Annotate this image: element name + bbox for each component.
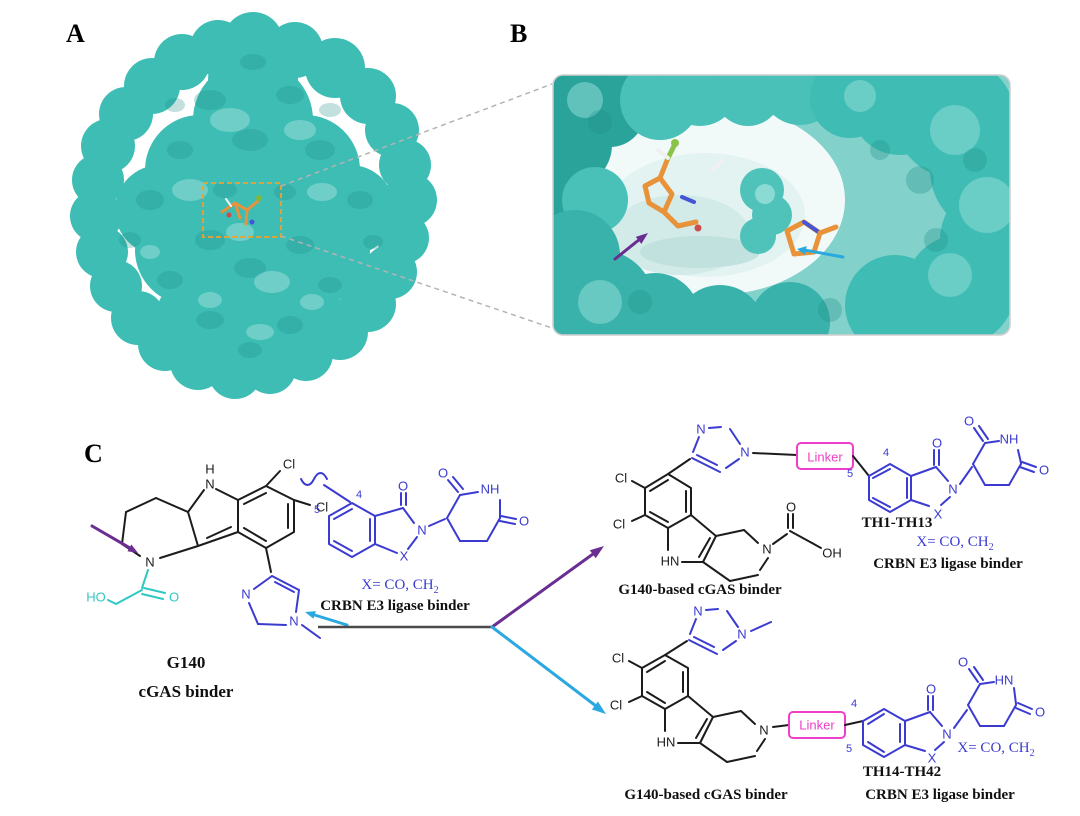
binding-site-box [202, 182, 282, 238]
position-label-4: 4 [851, 698, 857, 710]
atom-label-n: N [241, 587, 250, 602]
atom-label-n: N [948, 482, 957, 497]
th1-th13-structure: Cl Cl HN N O OH [613, 414, 1049, 599]
g140-structure: Cl Cl H N N O HO [86, 457, 349, 701]
closeup-frame [552, 74, 1011, 336]
atom-label-n: N [740, 445, 749, 460]
crbn-fragment-caption: CRBN E3 ligase binder [320, 598, 470, 614]
atom-label-cl: Cl [283, 457, 295, 472]
panel-a-label: A [66, 19, 85, 48]
closeup-ligand-sticks [642, 139, 839, 257]
atom-label-cl: Cl [612, 651, 624, 666]
th14-th42-structure: Cl Cl N N HN N [610, 604, 1045, 804]
atom-label-n: N [942, 727, 951, 742]
atom-label-n: N [693, 604, 702, 619]
linker-label: Linker [799, 718, 835, 733]
position-label-4: 4 [883, 447, 889, 459]
crbn-fragment-structure: 4 5 O N X NH O O X= [300, 466, 529, 614]
atom-label-oh: OH [822, 546, 842, 561]
atom-label-o: O [398, 479, 408, 494]
panel-b: B [510, 19, 1011, 336]
purple-arrow-icon [613, 233, 648, 261]
atom-label-x: X [934, 507, 943, 522]
atom-label-o: O [438, 466, 448, 481]
reaction-arrows [318, 546, 606, 714]
atom-label-o: O [786, 500, 796, 515]
cyan-arrow-icon [305, 611, 349, 627]
linker-label: Linker [807, 450, 843, 465]
atom-label-h: H [205, 462, 214, 477]
crbn-caption-top: CRBN E3 ligase binder [873, 556, 1023, 572]
atom-label-o: O [1035, 705, 1045, 720]
atom-label-o: O [958, 655, 968, 670]
cyan-branch-arrow [490, 625, 606, 714]
atom-label-n: N [737, 627, 746, 642]
attachment-squiggle [300, 472, 328, 486]
x-definition: X= CO, CH2 [361, 577, 438, 596]
atom-label-o: O [964, 414, 974, 429]
binding-pocket-closeup [553, 75, 1010, 335]
position-label-4: 4 [356, 489, 362, 501]
cyan-arrow-icon [797, 246, 845, 259]
position-label-5: 5 [846, 743, 852, 755]
panel-c: C Cl Cl H N N [84, 414, 1049, 804]
position-label-5: 5 [847, 468, 853, 480]
atom-label-n: N [759, 723, 768, 738]
atom-label-cl: Cl [615, 471, 627, 486]
series-label-bottom: TH14-TH42 [863, 764, 941, 780]
atom-label-n: N [696, 422, 705, 437]
atom-label-ho: HO [86, 590, 106, 605]
atom-label-cl: Cl [613, 517, 625, 532]
atom-label-cl: Cl [316, 500, 328, 515]
purple-arrow-icon [90, 524, 138, 553]
g140-name: G140 [167, 653, 206, 672]
crbn-caption-bottom: CRBN E3 ligase binder [865, 787, 1015, 803]
atom-label-o: O [932, 436, 942, 451]
bound-ligand-sticks [220, 195, 262, 226]
g140-role: cGAS binder [139, 682, 234, 701]
atom-label-n: N [417, 523, 426, 538]
zoom-connector-top [280, 83, 553, 187]
atom-label-o: O [519, 514, 529, 529]
cgas-caption-bottom: G140-based cGAS binder [624, 787, 788, 803]
atom-label-cl: Cl [610, 698, 622, 713]
atom-label-nh: NH [481, 482, 500, 497]
panel-b-label: B [510, 19, 527, 48]
atom-label-hn: HN [995, 673, 1014, 688]
cgas-caption-top: G140-based cGAS binder [618, 582, 782, 598]
atom-label-o: O [169, 590, 179, 605]
atom-label-hn: HN [661, 554, 680, 569]
atom-label-n: N [205, 477, 214, 492]
panel-a: A [66, 12, 437, 399]
atom-label-nh: NH [1000, 432, 1019, 447]
atom-label-hn: HN [657, 735, 676, 750]
x-definition-top: X= CO, CH2 [916, 534, 993, 553]
position-label-5: 5 [314, 504, 320, 516]
atom-label-o: O [1039, 463, 1049, 478]
atom-label-x: X [928, 751, 937, 766]
series-label-top: TH1-TH13 [862, 515, 933, 531]
atom-label-n: N [145, 555, 154, 570]
atom-label-x: X [400, 549, 409, 564]
atom-label-o: O [926, 682, 936, 697]
purple-branch-arrow [490, 546, 604, 629]
x-definition-bottom: X= CO, CH2 [957, 740, 1034, 759]
atom-label-n: N [289, 614, 298, 629]
zoom-connector-bottom [280, 235, 553, 329]
atom-label-n: N [762, 542, 771, 557]
panel-c-label: C [84, 439, 103, 468]
